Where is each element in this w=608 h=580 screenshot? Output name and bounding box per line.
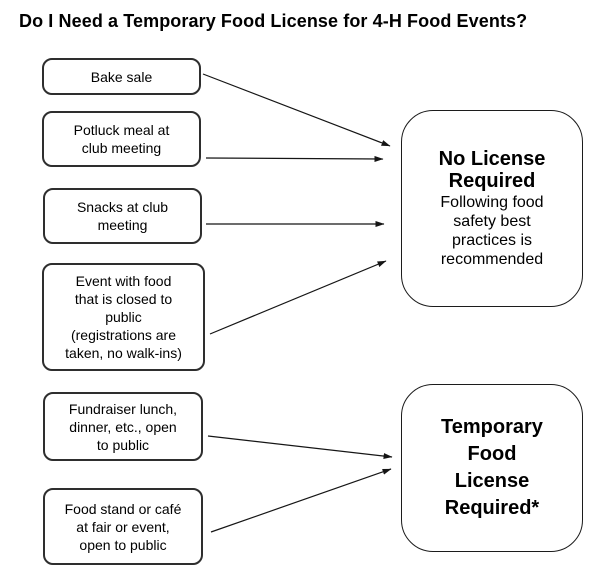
node-food-stand: Food stand or café at fair or event, ope… xyxy=(43,488,203,565)
node-fundraiser-label: Fundraiser lunch, dinner, etc., open to … xyxy=(68,400,178,453)
node-potluck-label: Potluck meal at club meeting xyxy=(73,122,170,156)
outcome-no-license-body: Following food safety best practices is … xyxy=(440,194,544,268)
arrow-food-stand-to-temporary-license xyxy=(210,468,392,533)
node-fundraiser: Fundraiser lunch, dinner, etc., open to … xyxy=(43,392,203,461)
node-bake-sale-label: Bake sale xyxy=(90,68,153,85)
node-bake-sale: Bake sale xyxy=(42,58,201,95)
arrow-fundraiser-to-temporary-license xyxy=(207,435,393,460)
diagram-title: Do I Need a Temporary Food License for 4… xyxy=(19,11,528,31)
arrow-bake-sale-to-no-license xyxy=(202,73,391,147)
outcome-temporary-license-heading: Temporary Food License Required* xyxy=(441,416,543,519)
arrow-closed-event-to-no-license xyxy=(209,260,387,335)
outcome-no-license-heading: No License Required xyxy=(438,148,546,192)
node-closed-event: Event with food that is closed to public… xyxy=(42,263,205,371)
outcome-temporary-license: Temporary Food License Required* xyxy=(401,384,583,552)
node-potluck: Potluck meal at club meeting xyxy=(42,111,201,167)
node-closed-event-label: Event with food that is closed to public… xyxy=(65,273,182,361)
node-snacks-label: Snacks at club meeting xyxy=(76,199,169,233)
arrow-potluck-to-no-license xyxy=(205,155,384,162)
outcome-no-license: No License Required Following food safet… xyxy=(401,110,583,307)
node-snacks: Snacks at club meeting xyxy=(43,188,202,244)
node-food-stand-label: Food stand or café at fair or event, ope… xyxy=(64,500,182,553)
